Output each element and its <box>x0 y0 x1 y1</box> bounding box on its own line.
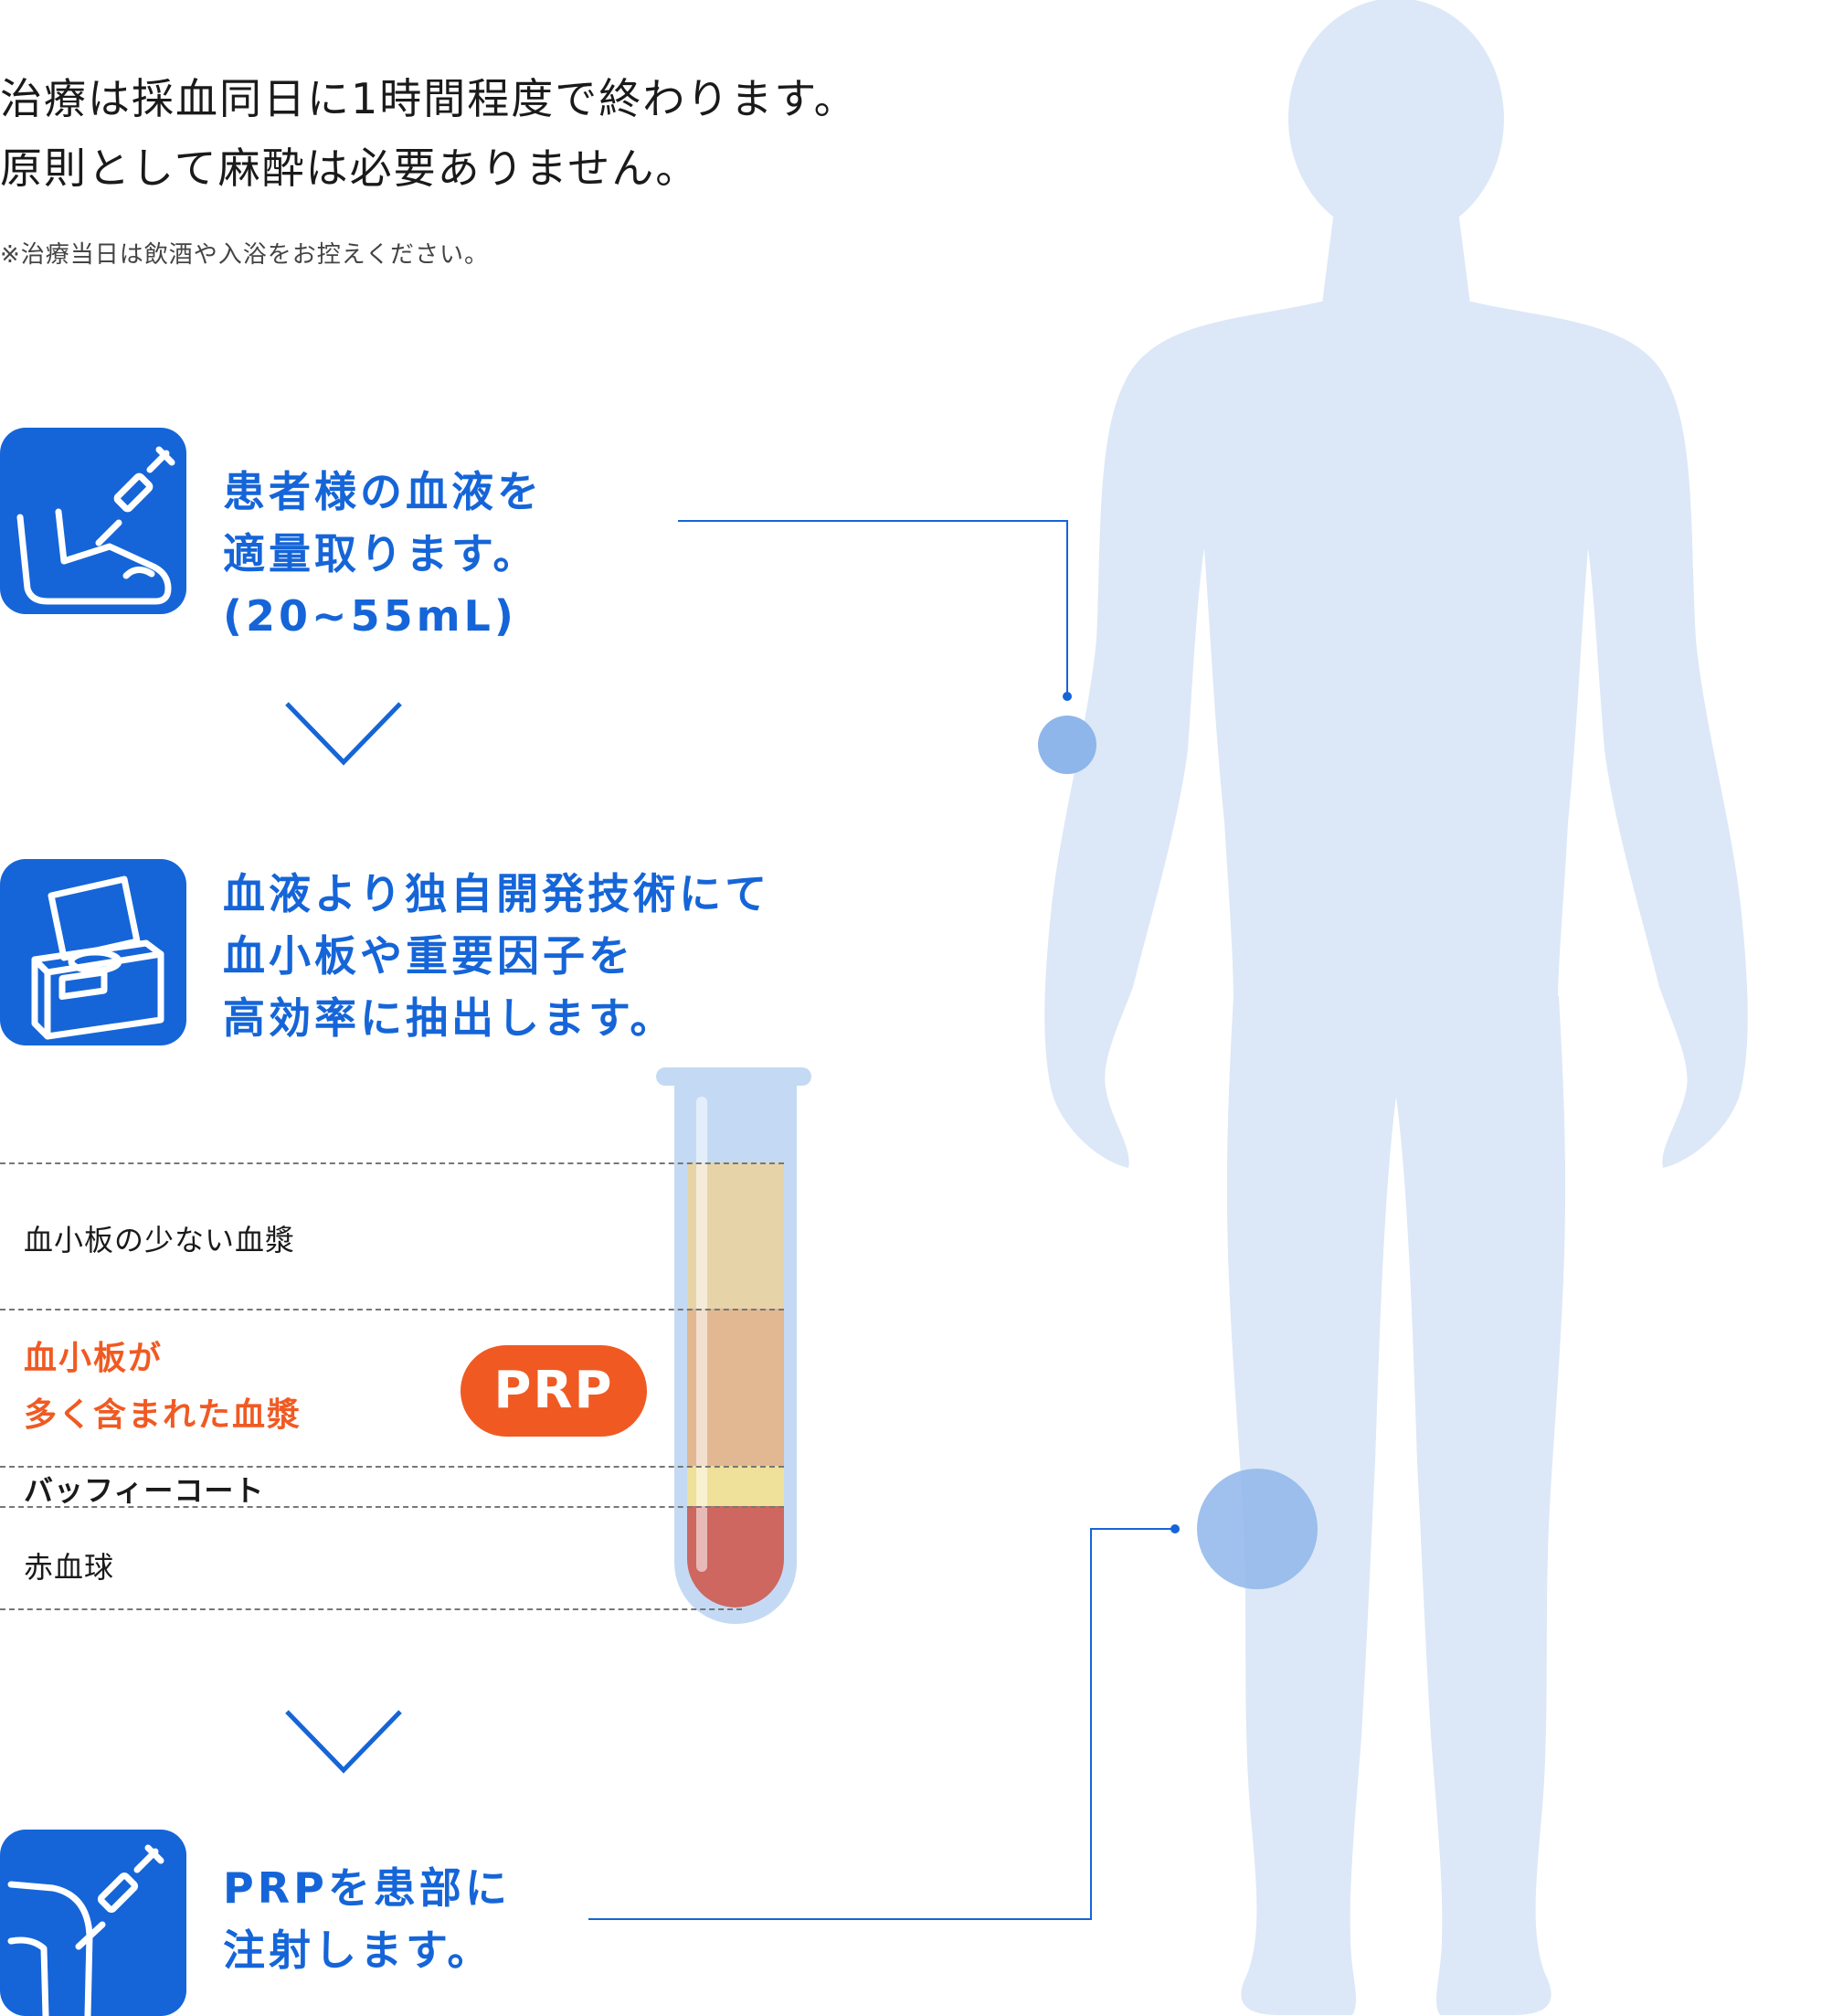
intro-text: 治療は採血同日に1時間程度で終わります。 原則として麻酔は必要ありません。 <box>0 64 858 203</box>
prp-badge: PRP <box>461 1345 647 1437</box>
step-2-line-3: 高効率に抽出します。 <box>223 993 676 1043</box>
intro-note: ※治療当日は飲酒や入浴をお控えください。 <box>0 241 490 269</box>
prp-label-line-2: 多く含まれた血漿 <box>24 1396 302 1434</box>
layer-divider <box>0 1162 784 1164</box>
step-1-text: 患者様の血液を 適量取ります。 (20~55mL) <box>223 461 543 647</box>
knee-syringe-icon <box>0 1830 186 2016</box>
layer-label-rbc: 赤血球 <box>24 1550 115 1585</box>
connector-dot-elbow <box>1063 692 1072 701</box>
layer-label-buffy-coat: バッフィーコート <box>24 1473 265 1508</box>
step-1-line-2: 適量取ります。 <box>223 529 539 578</box>
step-2-line-2: 血小板や重要因子を <box>223 931 634 981</box>
chevron-down-icon <box>285 702 402 766</box>
intro-line-1: 治療は採血同日に1時間程度で終わります。 <box>0 74 858 123</box>
step-2-text: 血液より独自開発技術にて 血小板や重要因子を 高効率に抽出します。 <box>223 863 770 1049</box>
step-3-line-2: 注射します。 <box>223 1926 493 1975</box>
layer-divider <box>0 1608 742 1610</box>
arm-syringe-icon <box>0 428 186 614</box>
connector-dot-knee <box>1170 1524 1180 1533</box>
layer-label-ppp: 血小板の少ない血漿 <box>24 1223 296 1257</box>
step-1-line-1: 患者様の血液を <box>223 467 543 516</box>
target-point-elbow <box>1038 716 1096 774</box>
step-3-line-1: PRPを患部に <box>223 1863 511 1913</box>
centrifuge-icon <box>0 859 186 1045</box>
human-body-silhouette <box>1044 0 1748 2015</box>
layer-label-prp: 血小板が 多く含まれた血漿 <box>24 1331 302 1444</box>
connector-line-elbow <box>678 520 1068 696</box>
step-2-line-1: 血液より独自開発技術にて <box>223 869 771 918</box>
intro-line-2: 原則として麻酔は必要ありません。 <box>0 143 700 193</box>
layer-divider <box>0 1466 784 1468</box>
target-point-knee <box>1197 1469 1318 1589</box>
prp-label-line-1: 血小板が <box>24 1340 164 1377</box>
tube-highlight <box>696 1097 707 1572</box>
layer-divider <box>0 1309 784 1310</box>
chevron-down-icon <box>285 1710 402 1774</box>
connector-line-knee <box>588 1528 1175 1920</box>
layer-divider <box>0 1506 784 1508</box>
step-1-line-3: (20~55mL) <box>223 591 517 641</box>
step-3-text: PRPを患部に 注射します。 <box>223 1857 511 1981</box>
test-tube <box>656 1067 811 1624</box>
